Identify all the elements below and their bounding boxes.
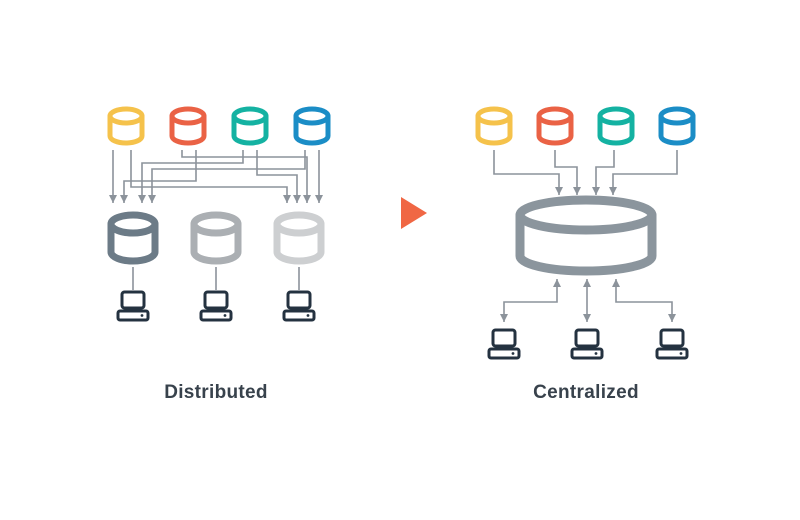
centralized-flow-arrows [493, 150, 678, 195]
warehouse-db-medium-icon [190, 211, 242, 265]
source-db-teal-icon [231, 106, 269, 146]
client-computer-icon [655, 328, 689, 360]
client-computer-icon [487, 328, 521, 360]
distributed-flow-arrows [109, 150, 323, 203]
centralized-client-links [500, 279, 676, 322]
client-computer-icon [282, 290, 316, 322]
label-centralized: Centralized [533, 382, 639, 403]
client-computer-icon [199, 290, 233, 322]
source-db-blue-icon [658, 106, 696, 146]
transition-arrow-icon [401, 197, 427, 229]
source-db-orange-icon [536, 106, 574, 146]
source-db-yellow-icon [107, 106, 145, 146]
source-db-yellow-icon [475, 106, 513, 146]
source-db-teal-icon [597, 106, 635, 146]
warehouse-db-light-icon [273, 211, 325, 265]
label-distributed: Distributed [164, 382, 268, 403]
client-computer-icon [570, 328, 604, 360]
distributed-client-links [132, 267, 300, 290]
client-computer-icon [116, 290, 150, 322]
source-db-blue-icon [293, 106, 331, 146]
central-warehouse-db-icon [515, 195, 657, 276]
source-db-orange-icon [169, 106, 207, 146]
warehouse-db-dark-icon [107, 211, 159, 265]
